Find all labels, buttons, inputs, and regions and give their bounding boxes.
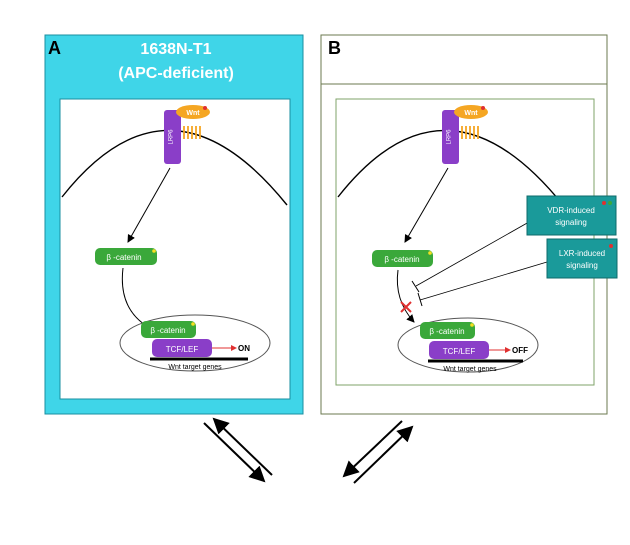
panel-b-lxr-line2: signaling xyxy=(566,261,598,270)
panel-a-beta-catenin-box xyxy=(95,248,157,265)
panel-b-target-genes: Wnt target genes xyxy=(443,366,497,373)
arrow-a-down-right xyxy=(203,422,266,483)
panel-b-nuclear-beta-catenin-box xyxy=(420,322,475,339)
panel-a-beta-catenin-dot-icon xyxy=(152,249,156,253)
panel-b-nuclear-dot-icon xyxy=(470,323,474,327)
panel-b-lrp6-label: LRP6 xyxy=(447,129,453,145)
panel-a-arrow-to-cytoplasm xyxy=(127,167,171,243)
panel-a-frizzled-icon xyxy=(183,126,201,139)
panel-b-lxr-inhibition-bar xyxy=(417,292,423,307)
panel-a-title-line1: 1638N-T1 xyxy=(140,41,211,58)
panel-a-nuclear-beta-catenin-label: β -catenin xyxy=(150,326,185,335)
panel-b-lxr-box xyxy=(546,238,618,279)
panel-a-tcf-lef-box xyxy=(152,339,212,357)
panel-b-letter: B xyxy=(328,38,341,58)
panel-b-vdr-line2: signaling xyxy=(555,218,587,227)
panel-b-beta-catenin-box xyxy=(372,250,433,267)
panel-a: A 1638N-T1 (APC-deficient) LRP6 Wnt β -c… xyxy=(44,34,304,415)
panel-a-nuclear-beta-catenin-box xyxy=(141,321,196,338)
panel-a-wnt-dot-icon xyxy=(203,106,207,110)
panel-b-tcf-lef-label: TCF/LEF xyxy=(443,347,476,356)
panel-b-beta-catenin-dot-icon xyxy=(428,251,432,255)
arrow-b-down-left xyxy=(342,420,403,478)
panel-b-lrp6-receptor xyxy=(442,110,459,164)
panel-b-beta-catenin-label: β -catenin xyxy=(384,255,419,264)
panel-b-lxr-line1: LXR-induced xyxy=(559,249,605,258)
panel-a-wnt-ligand xyxy=(176,105,210,119)
panel-b-block-x-icon xyxy=(400,301,412,313)
panel-b-vdr-box xyxy=(526,195,617,236)
panel-a-target-genes: Wnt target genes xyxy=(168,364,222,371)
arrow-a-up-left xyxy=(212,417,273,476)
panel-a-lrp6-receptor xyxy=(164,110,181,164)
panel-b-tcf-lef-box xyxy=(429,341,489,359)
panel-a-status: ON xyxy=(238,344,250,353)
panel-b-vdr-green-dot-icon xyxy=(608,201,612,205)
panel-b-arrow-to-cytoplasm xyxy=(404,167,449,243)
panel-b-vdr-inhibition-bar xyxy=(411,280,420,293)
panel-a-letter: A xyxy=(48,38,61,58)
panel-b-frizzled-icon xyxy=(461,126,479,139)
panel-b-vdr-inhibition-line xyxy=(415,217,537,287)
panel-a-title-line2: (APC-deficient) xyxy=(118,65,234,82)
panel-b-nucleus xyxy=(397,317,539,373)
panel-b-wnt-ligand xyxy=(454,105,488,119)
panel-b-lxr-red-dot-icon xyxy=(609,244,613,248)
panel-b-status: OFF xyxy=(512,346,528,355)
panel-a-tcf-lef-label: TCF/LEF xyxy=(166,345,199,354)
panel-b-vdr-line1: VDR-induced xyxy=(547,206,595,215)
panel-b-vdr-red-dot-icon xyxy=(602,201,606,205)
panel-a-lrp6-label: LRP6 xyxy=(169,129,175,145)
panel-b: B LRP6 Wnt β -catenin VDR-induced signal… xyxy=(320,34,618,415)
arrow-b-up-right xyxy=(353,425,414,484)
panel-b-wnt-label: Wnt xyxy=(464,110,478,117)
panel-b-lxr-inhibition-line xyxy=(419,261,548,301)
panel-b-nuclear-beta-catenin-label: β -catenin xyxy=(429,327,464,336)
panel-a-wnt-label: Wnt xyxy=(186,110,200,117)
panel-a-nucleus xyxy=(119,314,271,372)
bottom-conversion-arrows xyxy=(203,417,414,484)
panel-b-arrow-to-nucleus xyxy=(396,269,415,323)
panel-b-wnt-dot-icon xyxy=(481,106,485,110)
panel-a-beta-catenin-label: β -catenin xyxy=(106,253,141,262)
panel-a-nuclear-dot-icon xyxy=(191,322,195,326)
